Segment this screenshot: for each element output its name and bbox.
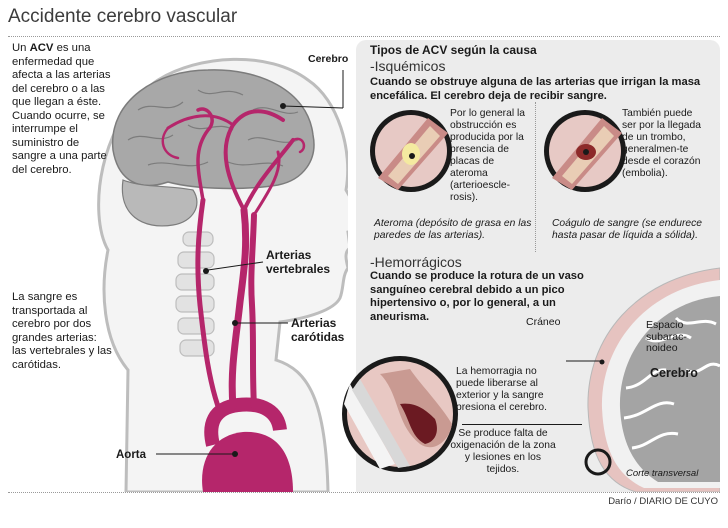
craneo-label: Cráneo bbox=[526, 316, 561, 328]
aorta-label: Aorta bbox=[116, 449, 147, 461]
ateroma-text: Por lo general la obstrucción es produci… bbox=[450, 108, 525, 203]
cerebro-label: Cerebro bbox=[308, 53, 349, 65]
head-illustration-panel: Un ACV es una enfermedad que afecta a la… bbox=[8, 40, 363, 494]
oxigenacion-text: Se produce falta de oxigenación de la zo… bbox=[450, 428, 556, 475]
hemorragicos-heading: -Hemorrágicos bbox=[370, 254, 462, 270]
bottom-divider bbox=[8, 492, 720, 493]
page-title: Accidente cerebro vascular bbox=[8, 6, 238, 27]
isquemicos-description: Cuando se obstruye alguna de las arteria… bbox=[370, 76, 701, 102]
coagulo-illustration bbox=[544, 110, 626, 192]
isquemicos-heading: -Isquémicos bbox=[370, 58, 446, 74]
espacio-label: Espacio subarac-noideo bbox=[646, 319, 687, 354]
vertebrales-label: Arterias vertebrales bbox=[266, 248, 331, 276]
credit-text: Darío / DIARIO DE CUYO bbox=[608, 496, 718, 507]
head-illustration bbox=[97, 57, 363, 494]
hemorragia-leader-line bbox=[462, 424, 582, 425]
hemorragia-illustration bbox=[342, 356, 458, 472]
coagulo-caption: Coágulo de sangre (se endurece hasta pas… bbox=[552, 218, 702, 241]
coagulo-text: También puede ser por la llegada de un t… bbox=[622, 108, 701, 179]
types-heading: Tipos de ACV según la causa bbox=[370, 43, 537, 57]
acv-types-panel: Tipos de ACV según la causa -Isquémicos … bbox=[342, 40, 720, 492]
cerebro-section-label: Cerebro bbox=[650, 366, 698, 380]
blood-transport-text: La sangre es transportada al cerebro por… bbox=[12, 291, 112, 371]
hemorragicos-description: Cuando se produce la rotura de un vaso s… bbox=[370, 270, 584, 323]
ateroma-illustration bbox=[370, 110, 452, 192]
isquemicos-divider bbox=[535, 102, 536, 252]
ateroma-caption: Ateroma (depósito de grasa en las parede… bbox=[374, 218, 532, 241]
hemorragia-text: La hemorragia no puede liberarse al exte… bbox=[456, 366, 548, 413]
intro-text: Un ACV es una enfermedad que afecta a la… bbox=[12, 42, 111, 176]
brain-cross-section bbox=[566, 267, 720, 492]
carotidas-label: Arterias carótidas bbox=[291, 316, 345, 344]
acv-term: ACV bbox=[29, 42, 54, 54]
corte-label: Corte transversal bbox=[626, 468, 699, 479]
top-divider bbox=[8, 36, 720, 37]
